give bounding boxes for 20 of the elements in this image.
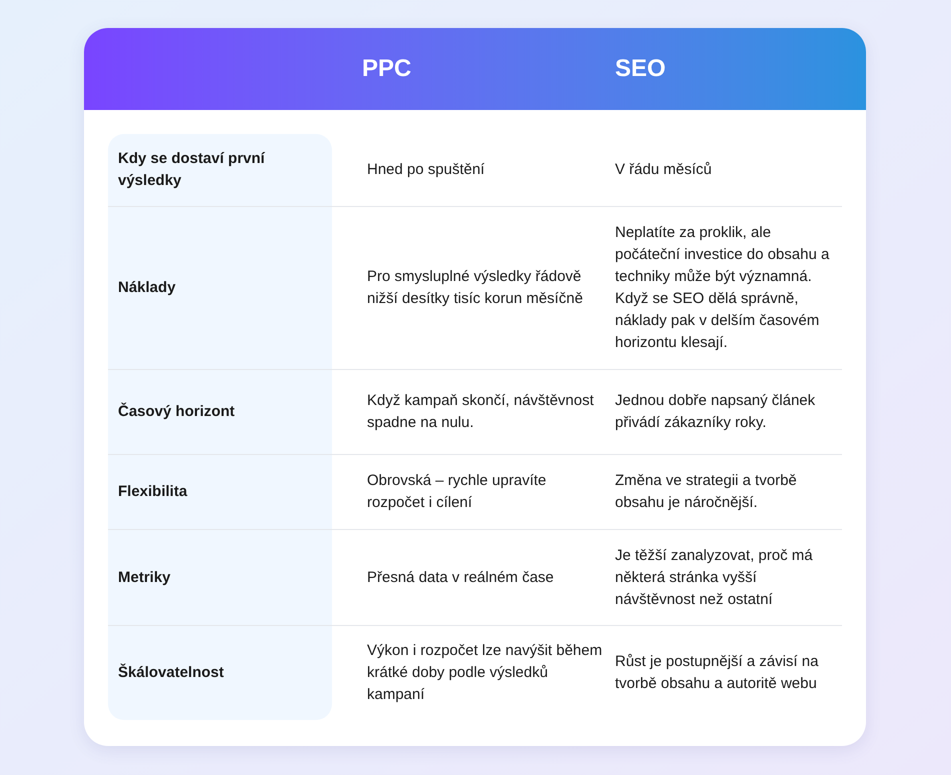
row-header: Kdy se dostaví první výsledky — [118, 149, 266, 191]
table-cell-text: Přesná data v reálném čase — [367, 568, 555, 588]
table-cell-text: Jednou dobře napsaný článek přivádí zákazníky roky. — [615, 391, 816, 433]
table-cell-text: Růst je postupnější a závisí na tvorbě obsahu a autoritě webu — [615, 652, 820, 694]
row-header: Náklady — [118, 278, 177, 298]
table-cell-text: V řádu měsíců — [615, 160, 713, 180]
column-header: SEO — [615, 55, 666, 82]
row-header: Metriky — [118, 568, 172, 588]
row-header: Flexibilita — [118, 482, 188, 502]
table-cell-text: Když kampaň skončí, návštěvnost spadne na nulu. — [367, 391, 595, 433]
table-cell-text: Obrovská – rychle upravíte rozpočet i cílení — [367, 471, 548, 513]
table-cell-text: Pro smysluplné výsledky řádově nižší desítky tisíc korun měsíčně — [367, 267, 584, 309]
row-header: Škálovatelnost — [118, 662, 225, 683]
table-cell-text: Změna ve strategii a tvorbě obsahu je náročnější. — [615, 471, 798, 513]
row-header: Časový horizont — [118, 402, 236, 422]
table-cell-text: Výkon i rozpočet lze navýšit během krátké doby podle výsledků kampaní — [367, 641, 603, 705]
column-header: PPC — [362, 55, 412, 82]
table-cell-text: Je těžší zanalyzovat, proč má některá stránka vyšší návštěvnost než ostatní — [615, 546, 814, 610]
table-cell-text: Neplatíte za proklik, ale počáteční investice do obsahu a techniky může být významná. Když se SEO dělá správně, náklady pak v delším časovém horizontu klesají. — [615, 223, 830, 353]
table-cell-text: Hned po spuštění — [367, 160, 486, 180]
